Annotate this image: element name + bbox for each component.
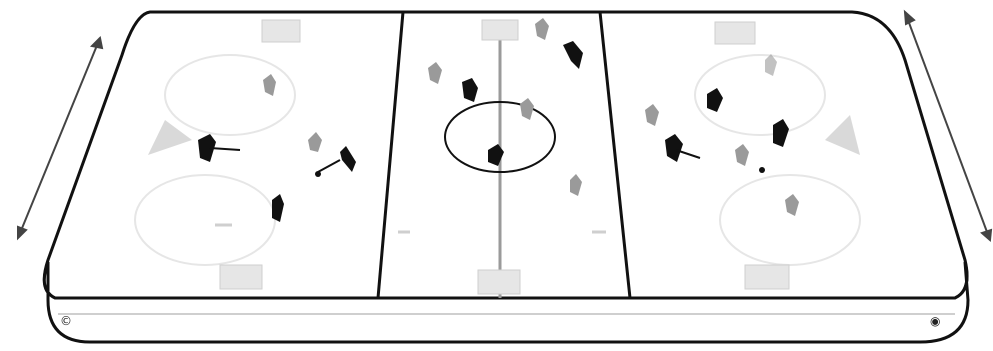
rink-outline (44, 12, 967, 298)
right-top-box (715, 22, 755, 44)
copyright-icon: © (60, 315, 72, 327)
left-top-box (262, 20, 300, 42)
right-bottom-box (745, 265, 789, 289)
puck-left (315, 171, 321, 177)
left-bottom-box (220, 265, 262, 289)
center-top-box (482, 20, 518, 40)
coin-icon: ◉ (930, 315, 940, 327)
puck-right (759, 167, 765, 173)
center-bottom-box (478, 270, 520, 294)
